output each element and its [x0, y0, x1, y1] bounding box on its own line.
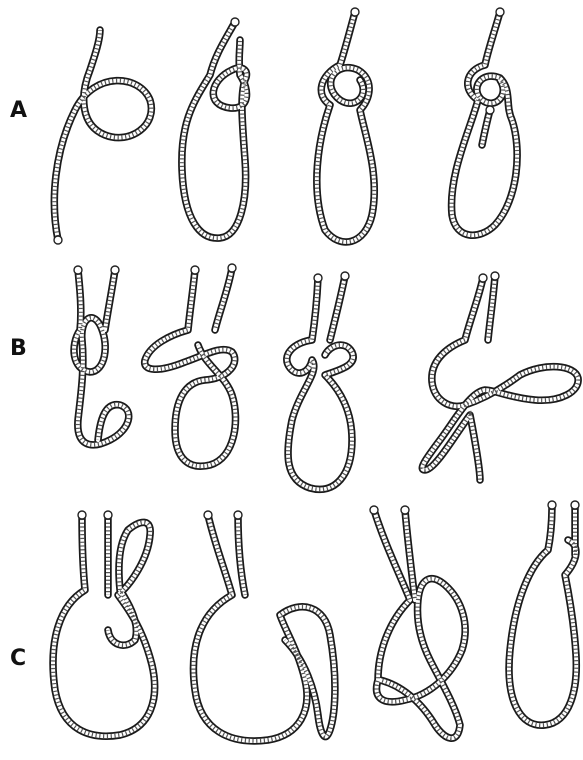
step-c4-rope: [509, 501, 579, 725]
rope-end: [571, 501, 579, 509]
rope-end: [370, 506, 378, 514]
rope-end: [54, 236, 62, 244]
rope-end: [231, 18, 239, 26]
rope-end: [548, 501, 556, 509]
step-b4-rope: [422, 272, 578, 480]
step-b1-rope: [74, 266, 129, 445]
rope-end: [314, 274, 322, 282]
rope-end: [78, 511, 86, 519]
step-a2-rope: [182, 18, 247, 238]
rope-end: [351, 8, 359, 16]
rope-end: [486, 106, 494, 114]
rope-end: [191, 266, 199, 274]
step-b2-rope: [145, 264, 236, 466]
step-a1-rope: [54, 30, 151, 244]
rope-end: [74, 266, 82, 274]
rope-end: [204, 511, 212, 519]
step-c1-rope: [53, 511, 155, 736]
rope-end: [341, 272, 349, 280]
rope-end: [401, 506, 409, 514]
rope-end: [111, 266, 119, 274]
rope-end: [228, 264, 236, 272]
rope-end: [491, 272, 499, 280]
rope-end: [479, 274, 487, 282]
rope-end: [234, 511, 242, 519]
step-c2-rope: [193, 511, 335, 741]
step-a3-rope: [317, 8, 374, 242]
step-c3-rope: [370, 506, 465, 738]
rope-end: [104, 511, 112, 519]
step-a4-rope: [452, 8, 518, 235]
rope-end: [496, 8, 504, 16]
step-b3-rope: [287, 272, 353, 489]
